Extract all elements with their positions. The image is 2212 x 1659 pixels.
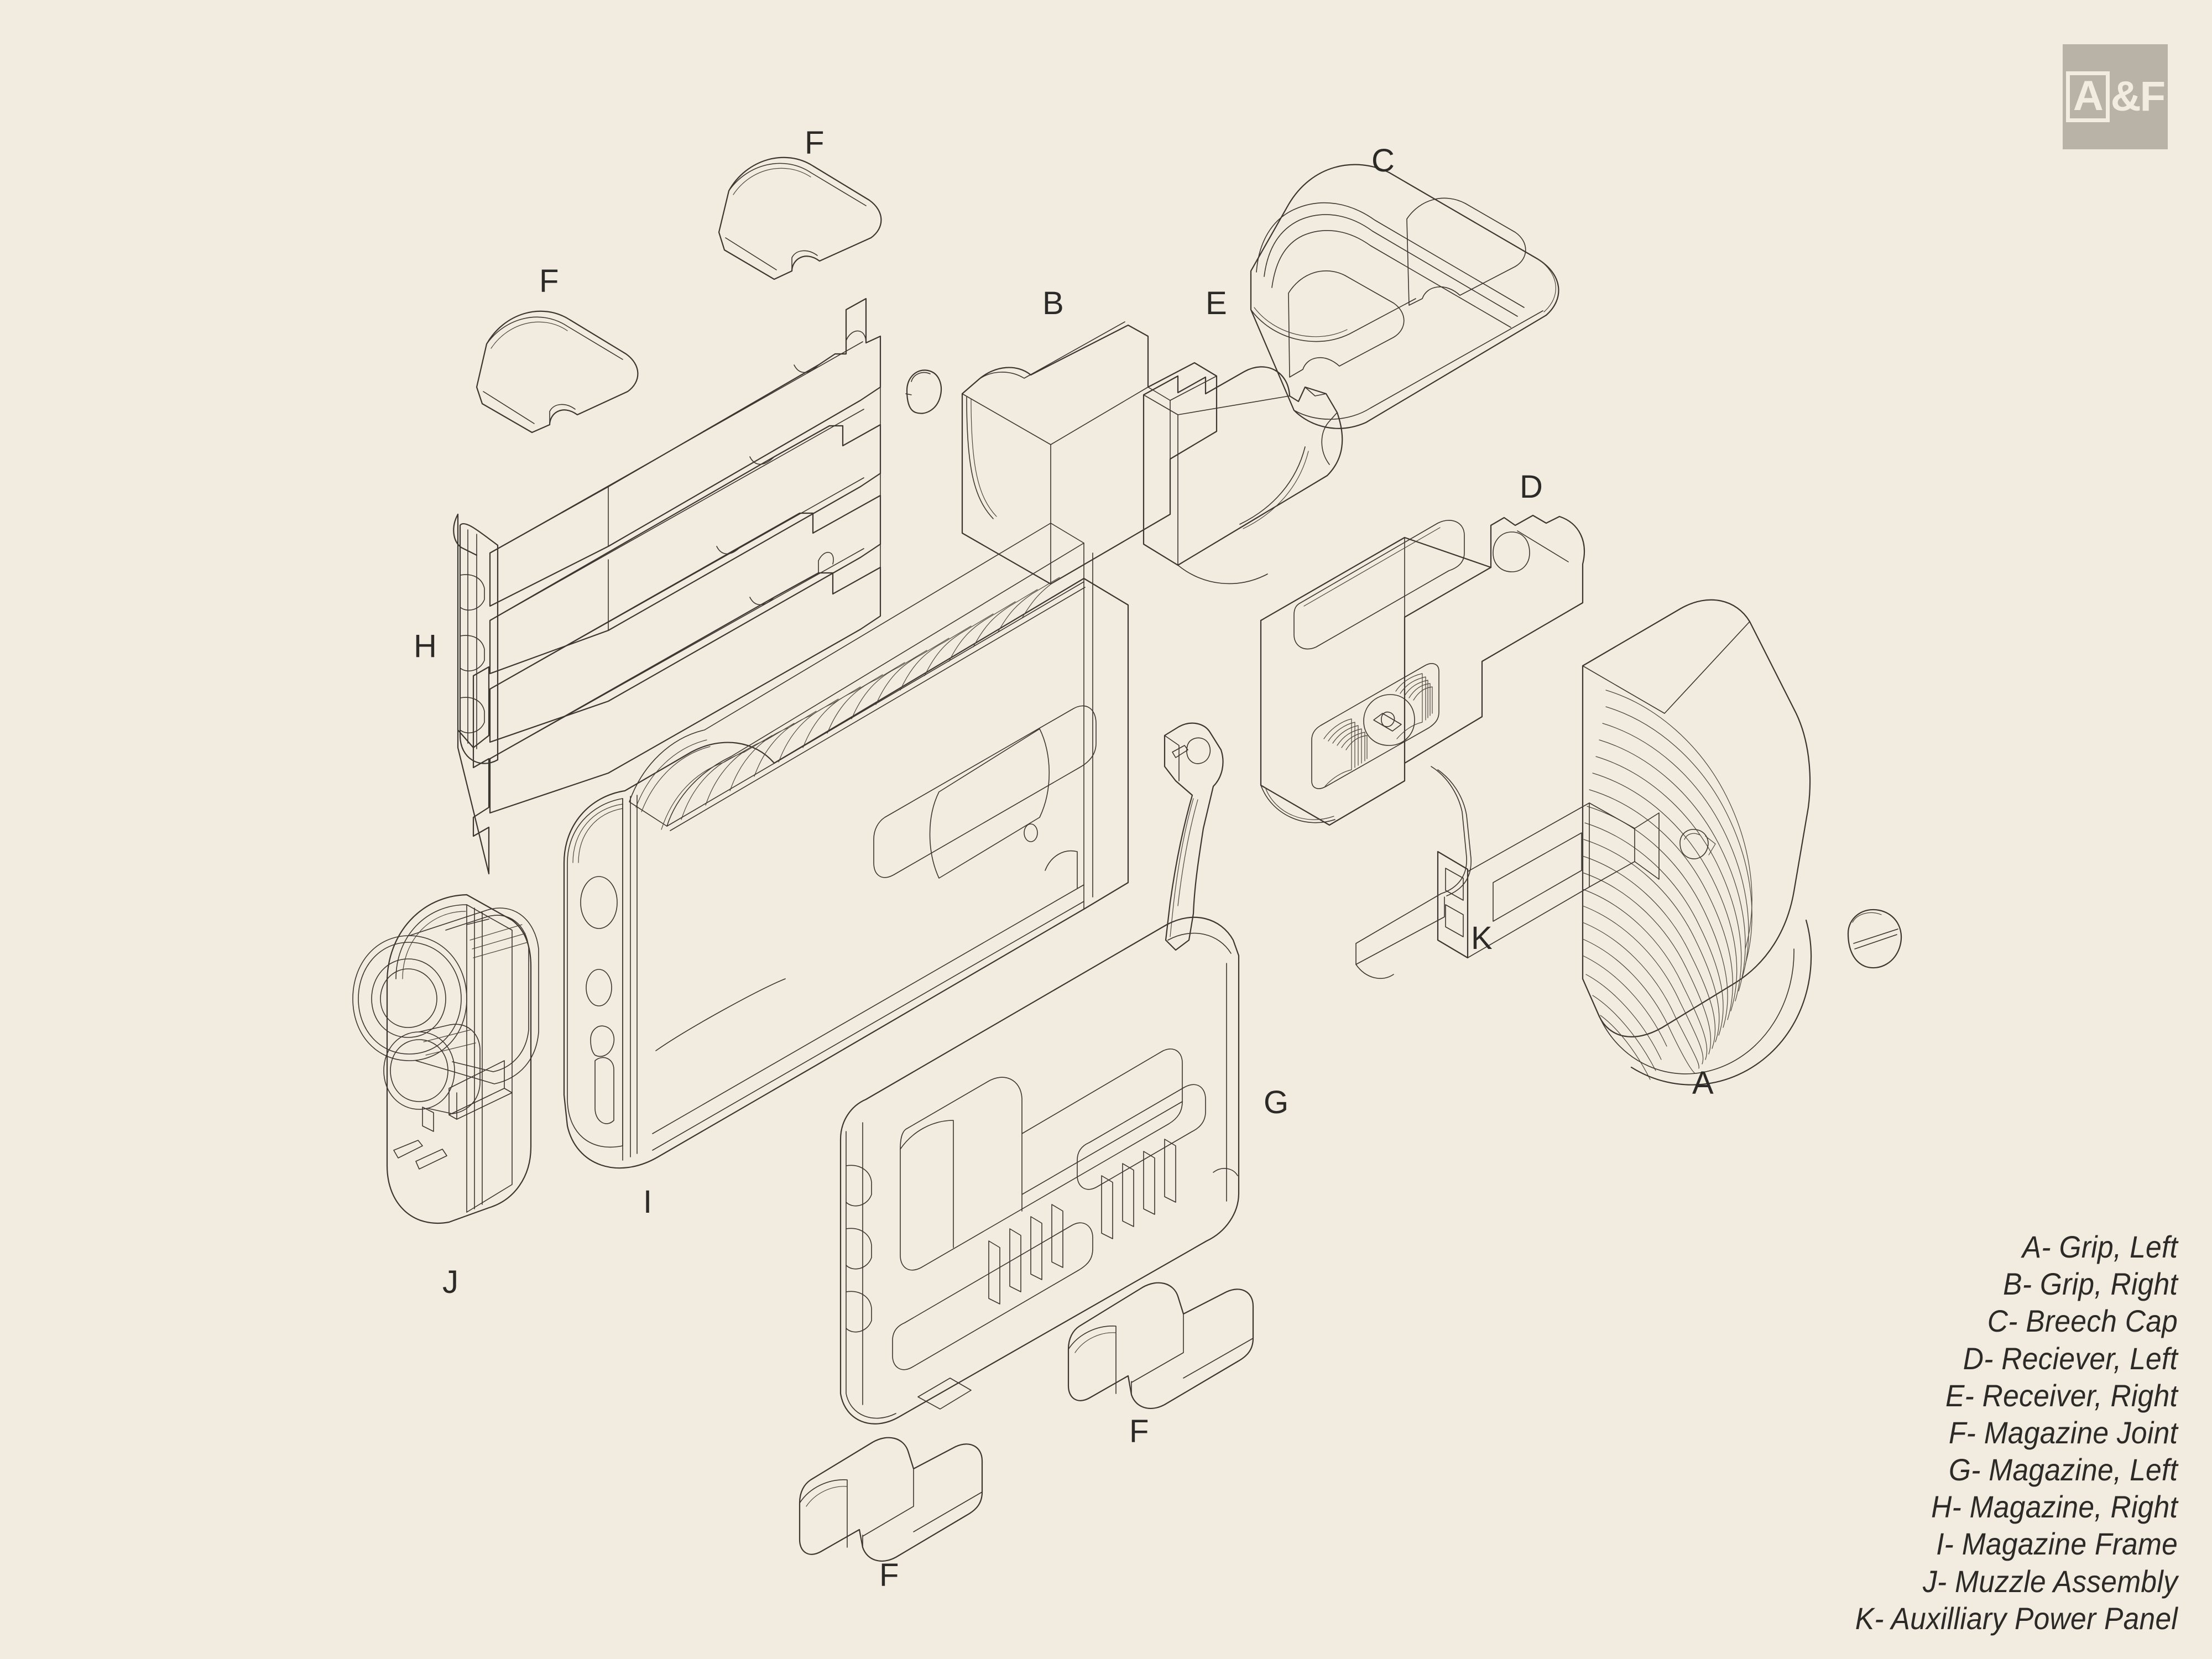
part-f-magazine-joint-bottom bbox=[800, 1438, 982, 1561]
part-trigger bbox=[1165, 723, 1223, 950]
part-g-magazine-left bbox=[841, 917, 1239, 1424]
callout-label-C: C bbox=[1371, 143, 1395, 179]
legend-item: E- Receiver, Right bbox=[1945, 1378, 2178, 1413]
part-a-grip-left bbox=[1583, 600, 1811, 1085]
part-d-receiver-left bbox=[1261, 515, 1584, 978]
af-logo-text: A&F bbox=[2065, 71, 2166, 122]
callout-label-D: D bbox=[1520, 469, 1543, 505]
legend-item: J- Muzzle Assembly bbox=[1922, 1563, 2178, 1599]
part-k-aux-power-panel bbox=[1438, 803, 1659, 958]
legend-item: F- Magazine Joint bbox=[1948, 1415, 2178, 1450]
part-slotted-screw bbox=[1848, 910, 1901, 968]
callout-label-B: B bbox=[1042, 285, 1064, 321]
part-pin-upper bbox=[906, 370, 941, 413]
part-e-receiver-right bbox=[1144, 367, 1342, 583]
legend-item: D- Reciever, Left bbox=[1963, 1340, 2178, 1376]
logo-boxed-letter: A bbox=[2065, 71, 2110, 122]
callout-label-F-top: F bbox=[805, 125, 825, 161]
callout-label-A: A bbox=[1692, 1065, 1714, 1101]
part-h-magazine-right bbox=[453, 299, 880, 874]
legend-item: C- Breech Cap bbox=[1987, 1303, 2178, 1339]
logo-rest: &F bbox=[2110, 73, 2166, 120]
receiver-vent-panel bbox=[1312, 664, 1439, 789]
part-b-grip-right bbox=[962, 322, 1217, 584]
legend-item: K- Auxilliary Power Panel bbox=[1855, 1600, 2178, 1636]
part-f-magazine-joint-mid-lower bbox=[1068, 1283, 1253, 1408]
legend-item: G- Magazine, Left bbox=[1948, 1452, 2178, 1488]
part-f-magazine-joint-upper-left bbox=[477, 311, 638, 432]
callout-label-F-bottom: F bbox=[879, 1557, 899, 1593]
callout-label-H: H bbox=[414, 628, 437, 664]
part-j-muzzle-assembly bbox=[353, 895, 539, 1223]
callout-label-G: G bbox=[1264, 1084, 1289, 1120]
part-f-magazine-joint-top bbox=[719, 158, 881, 279]
callout-label-K: K bbox=[1471, 920, 1493, 956]
callout-label-E: E bbox=[1206, 285, 1227, 321]
callout-label-I: I bbox=[643, 1184, 653, 1220]
legend-item: H- Magazine, Right bbox=[1931, 1489, 2178, 1525]
af-logo-badge: A&F bbox=[2063, 44, 2168, 149]
callout-label-F-upper-left: F bbox=[539, 263, 559, 299]
callout-label-J: J bbox=[442, 1264, 458, 1300]
part-i-magazine-frame bbox=[564, 523, 1128, 1168]
legend-item: I- Magazine Frame bbox=[1936, 1526, 2178, 1562]
callout-label-F-mid-lower: F bbox=[1129, 1413, 1149, 1449]
legend-item: A- Grip, Left bbox=[2022, 1229, 2178, 1264]
frame-ribbed-band bbox=[629, 523, 1085, 831]
part-c-breech-cap bbox=[1251, 165, 1558, 429]
legend-item: B- Grip, Right bbox=[2003, 1266, 2178, 1302]
